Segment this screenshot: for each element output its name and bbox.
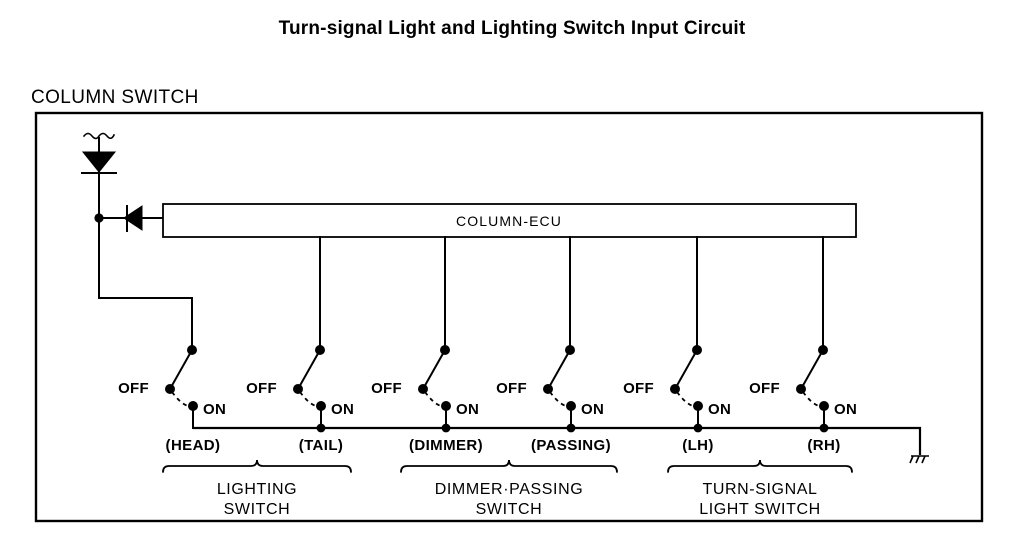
switch-dimmer[interactable]: OFF ON (DIMMER) (371, 345, 483, 454)
head-off-label: OFF (118, 380, 149, 397)
switch-rh[interactable]: OFF ON (RH) (749, 345, 857, 454)
turn-signal-label-line2: LIGHT SWITCH (699, 501, 821, 518)
dimmer-switch-arm (421, 348, 447, 391)
dimmer-on-label: ON (456, 401, 479, 418)
diode-left-icon (123, 205, 143, 232)
rh-bus-node (819, 423, 829, 433)
passing-position-label: (PASSING) (531, 437, 611, 454)
lh-on-label: ON (708, 401, 731, 418)
passing-on-label: ON (581, 401, 604, 418)
passing-switch-arm (546, 348, 572, 391)
enclosure-label: COLUMN SWITCH (31, 87, 199, 108)
group-dimmer-passing-switch: DIMMER·PASSING SWITCH (400, 459, 618, 518)
rh-position-label: (RH) (807, 437, 840, 454)
chassis-ground-icon (909, 455, 929, 464)
tail-position-label: (TAIL) (299, 437, 344, 454)
switch-lh[interactable]: OFF ON (LH) (623, 345, 731, 454)
head-pivot-contact (165, 384, 175, 394)
lh-bus-node (693, 423, 703, 433)
group-turn-signal-light-switch: TURN-SIGNAL LIGHT SWITCH (667, 459, 853, 518)
dimmer-position-label: (DIMMER) (409, 437, 483, 454)
lh-off-label: OFF (623, 380, 654, 397)
rh-pivot-contact (796, 384, 806, 394)
rh-switch-arm (799, 348, 825, 391)
column-switch-enclosure (34, 111, 984, 523)
head-on-label: ON (203, 401, 226, 418)
passing-bus-node (566, 423, 576, 433)
rh-off-label: OFF (749, 380, 780, 397)
passing-off-label: OFF (496, 380, 527, 397)
tail-bus-node (316, 423, 326, 433)
ground-bus (193, 426, 922, 455)
lh-pivot-contact (670, 384, 680, 394)
dimmer-pivot-contact (418, 384, 428, 394)
switch-tail[interactable]: OFF ON (TAIL) (246, 345, 354, 454)
tail-pivot-contact (293, 384, 303, 394)
head-branch-wire (98, 217, 193, 351)
lh-switch-arm (673, 348, 699, 391)
lh-position-label: (LH) (682, 437, 714, 454)
lighting-switch-label-line2: SWITCH (224, 501, 291, 518)
page-title: Turn-signal Light and Lighting Switch In… (279, 18, 746, 39)
group-lighting-switch: LIGHTING SWITCH (162, 459, 352, 518)
head-position-label: (HEAD) (166, 437, 221, 454)
switch-head[interactable]: OFF ON (HEAD) (118, 345, 226, 454)
head-switch-arm (168, 348, 194, 391)
column-ecu-label: COLUMN-ECU (456, 213, 562, 229)
dimmer-passing-label-line2: SWITCH (476, 501, 543, 518)
passing-pivot-contact (543, 384, 553, 394)
tail-off-label: OFF (246, 380, 277, 397)
tail-on-label: ON (331, 401, 354, 418)
lighting-switch-label-line1: LIGHTING (217, 481, 297, 498)
column-ecu-box (162, 203, 857, 238)
tail-switch-arm (296, 348, 322, 391)
rh-on-label: ON (834, 401, 857, 418)
turn-signal-label-line1: TURN-SIGNAL (702, 481, 817, 498)
diode-down-icon (81, 151, 117, 174)
dimmer-bus-node (441, 423, 451, 433)
dimmer-off-label: OFF (371, 380, 402, 397)
wavy-break-line-icon (82, 132, 116, 140)
switch-passing[interactable]: OFF ON (PASSING) (496, 345, 611, 454)
dimmer-passing-label-line1: DIMMER·PASSING (435, 481, 584, 498)
